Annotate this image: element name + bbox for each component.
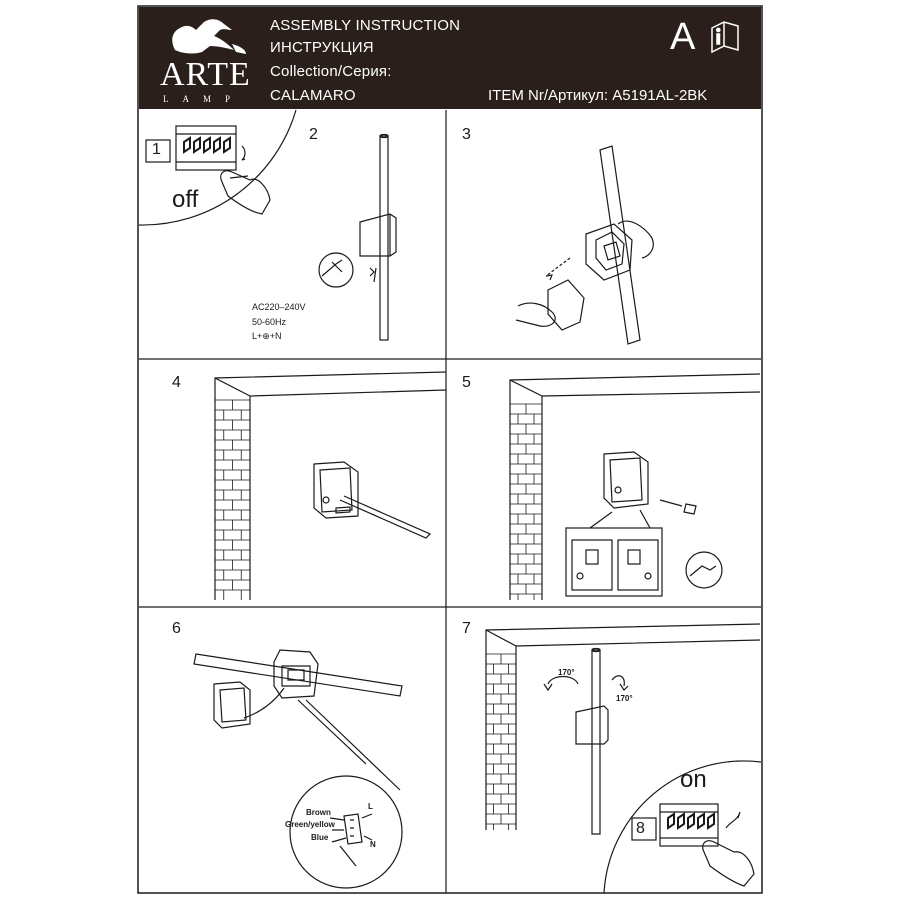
zoom-panel	[565, 527, 663, 597]
collection-name: CALAMARO	[270, 87, 356, 104]
step-number-4: 4	[172, 374, 181, 391]
logo-wordmark: ARTE	[160, 56, 251, 93]
step8-zoom-arc	[603, 760, 762, 894]
step-number-5: 5	[462, 374, 471, 391]
item-number: ITEM Nr/Артикул: A5191AL-2BK	[488, 87, 708, 104]
zoom-circle	[289, 775, 403, 889]
mounting-plate	[603, 451, 649, 509]
lamp-rod	[599, 145, 641, 345]
step-number-8: 8	[636, 820, 645, 837]
zoom-lines	[297, 699, 401, 791]
wall-outline	[509, 373, 761, 600]
step8-illustration	[603, 760, 762, 894]
breaker-panel	[659, 803, 719, 847]
step6-illustration	[193, 649, 403, 889]
wire-brown-label: Brown	[306, 808, 331, 817]
step-number-3: 3	[462, 126, 471, 143]
screw	[659, 499, 697, 515]
hand	[515, 302, 556, 327]
junction-box	[585, 223, 633, 281]
mounting-plate	[547, 279, 585, 331]
logo-subtitle: LAMP	[163, 94, 245, 104]
screwdriver-symbol	[685, 551, 723, 589]
breaker-panel	[175, 125, 237, 171]
title-english: ASSEMBLY INSTRUCTION	[270, 17, 461, 34]
lamp-rod	[591, 649, 601, 835]
terminal-l-label: L	[368, 802, 373, 811]
spec-frequency: 50-60Hz	[252, 317, 287, 327]
step2-illustration	[318, 133, 397, 341]
brick-pattern	[215, 399, 250, 600]
title-russian: ИНСТРУКЦИЯ	[270, 39, 374, 56]
griffin-logo-icon	[172, 19, 246, 54]
lamp-body	[273, 649, 319, 699]
step1-zoom-arc	[138, 109, 297, 226]
brick-pattern	[486, 653, 516, 830]
header-band	[139, 7, 761, 109]
hand	[702, 840, 755, 887]
wire-green-yellow-label: Green/yellow	[285, 820, 335, 829]
step-number-2: 2	[309, 126, 318, 143]
caption-off: off	[172, 186, 199, 213]
step4-illustration	[214, 371, 447, 600]
wall-outline	[214, 371, 447, 600]
screwdriver	[339, 845, 357, 867]
brick-pattern	[510, 403, 542, 600]
book-info-icon	[711, 21, 739, 54]
format-letter: A	[670, 16, 696, 58]
rotation-left-label: 170°	[558, 668, 575, 677]
spec-voltage: AC220–240V	[252, 302, 306, 312]
mounting-plate	[313, 461, 359, 519]
rotate-left-icon	[543, 675, 579, 692]
step3-illustration	[515, 145, 654, 345]
drill-bit	[339, 495, 432, 539]
screwdriver-symbol	[318, 252, 354, 288]
wire-blue-label: Blue	[311, 833, 329, 842]
step-number-6: 6	[172, 620, 181, 637]
rotation-right-label: 170°	[616, 694, 633, 703]
step5-illustration	[509, 373, 761, 600]
collection-label: Collection/Серия:	[270, 63, 392, 80]
rotate-right-icon	[611, 675, 629, 691]
hand	[617, 220, 654, 259]
step-number-7: 7	[462, 620, 471, 637]
mount-box	[575, 705, 609, 745]
caption-on: on	[680, 766, 707, 793]
spec-wiring: L+⊕+N	[252, 331, 282, 341]
lamp-rod	[193, 653, 403, 697]
step-number-1: 1	[152, 141, 161, 158]
outer-frame	[137, 5, 763, 894]
lamp-rod	[379, 135, 389, 341]
step1-illustration	[138, 109, 297, 226]
hand	[220, 170, 271, 215]
terminal-n-label: N	[370, 840, 376, 849]
mounting-plate	[213, 681, 251, 729]
step7-illustration	[485, 623, 761, 835]
wall-outline	[485, 623, 761, 830]
